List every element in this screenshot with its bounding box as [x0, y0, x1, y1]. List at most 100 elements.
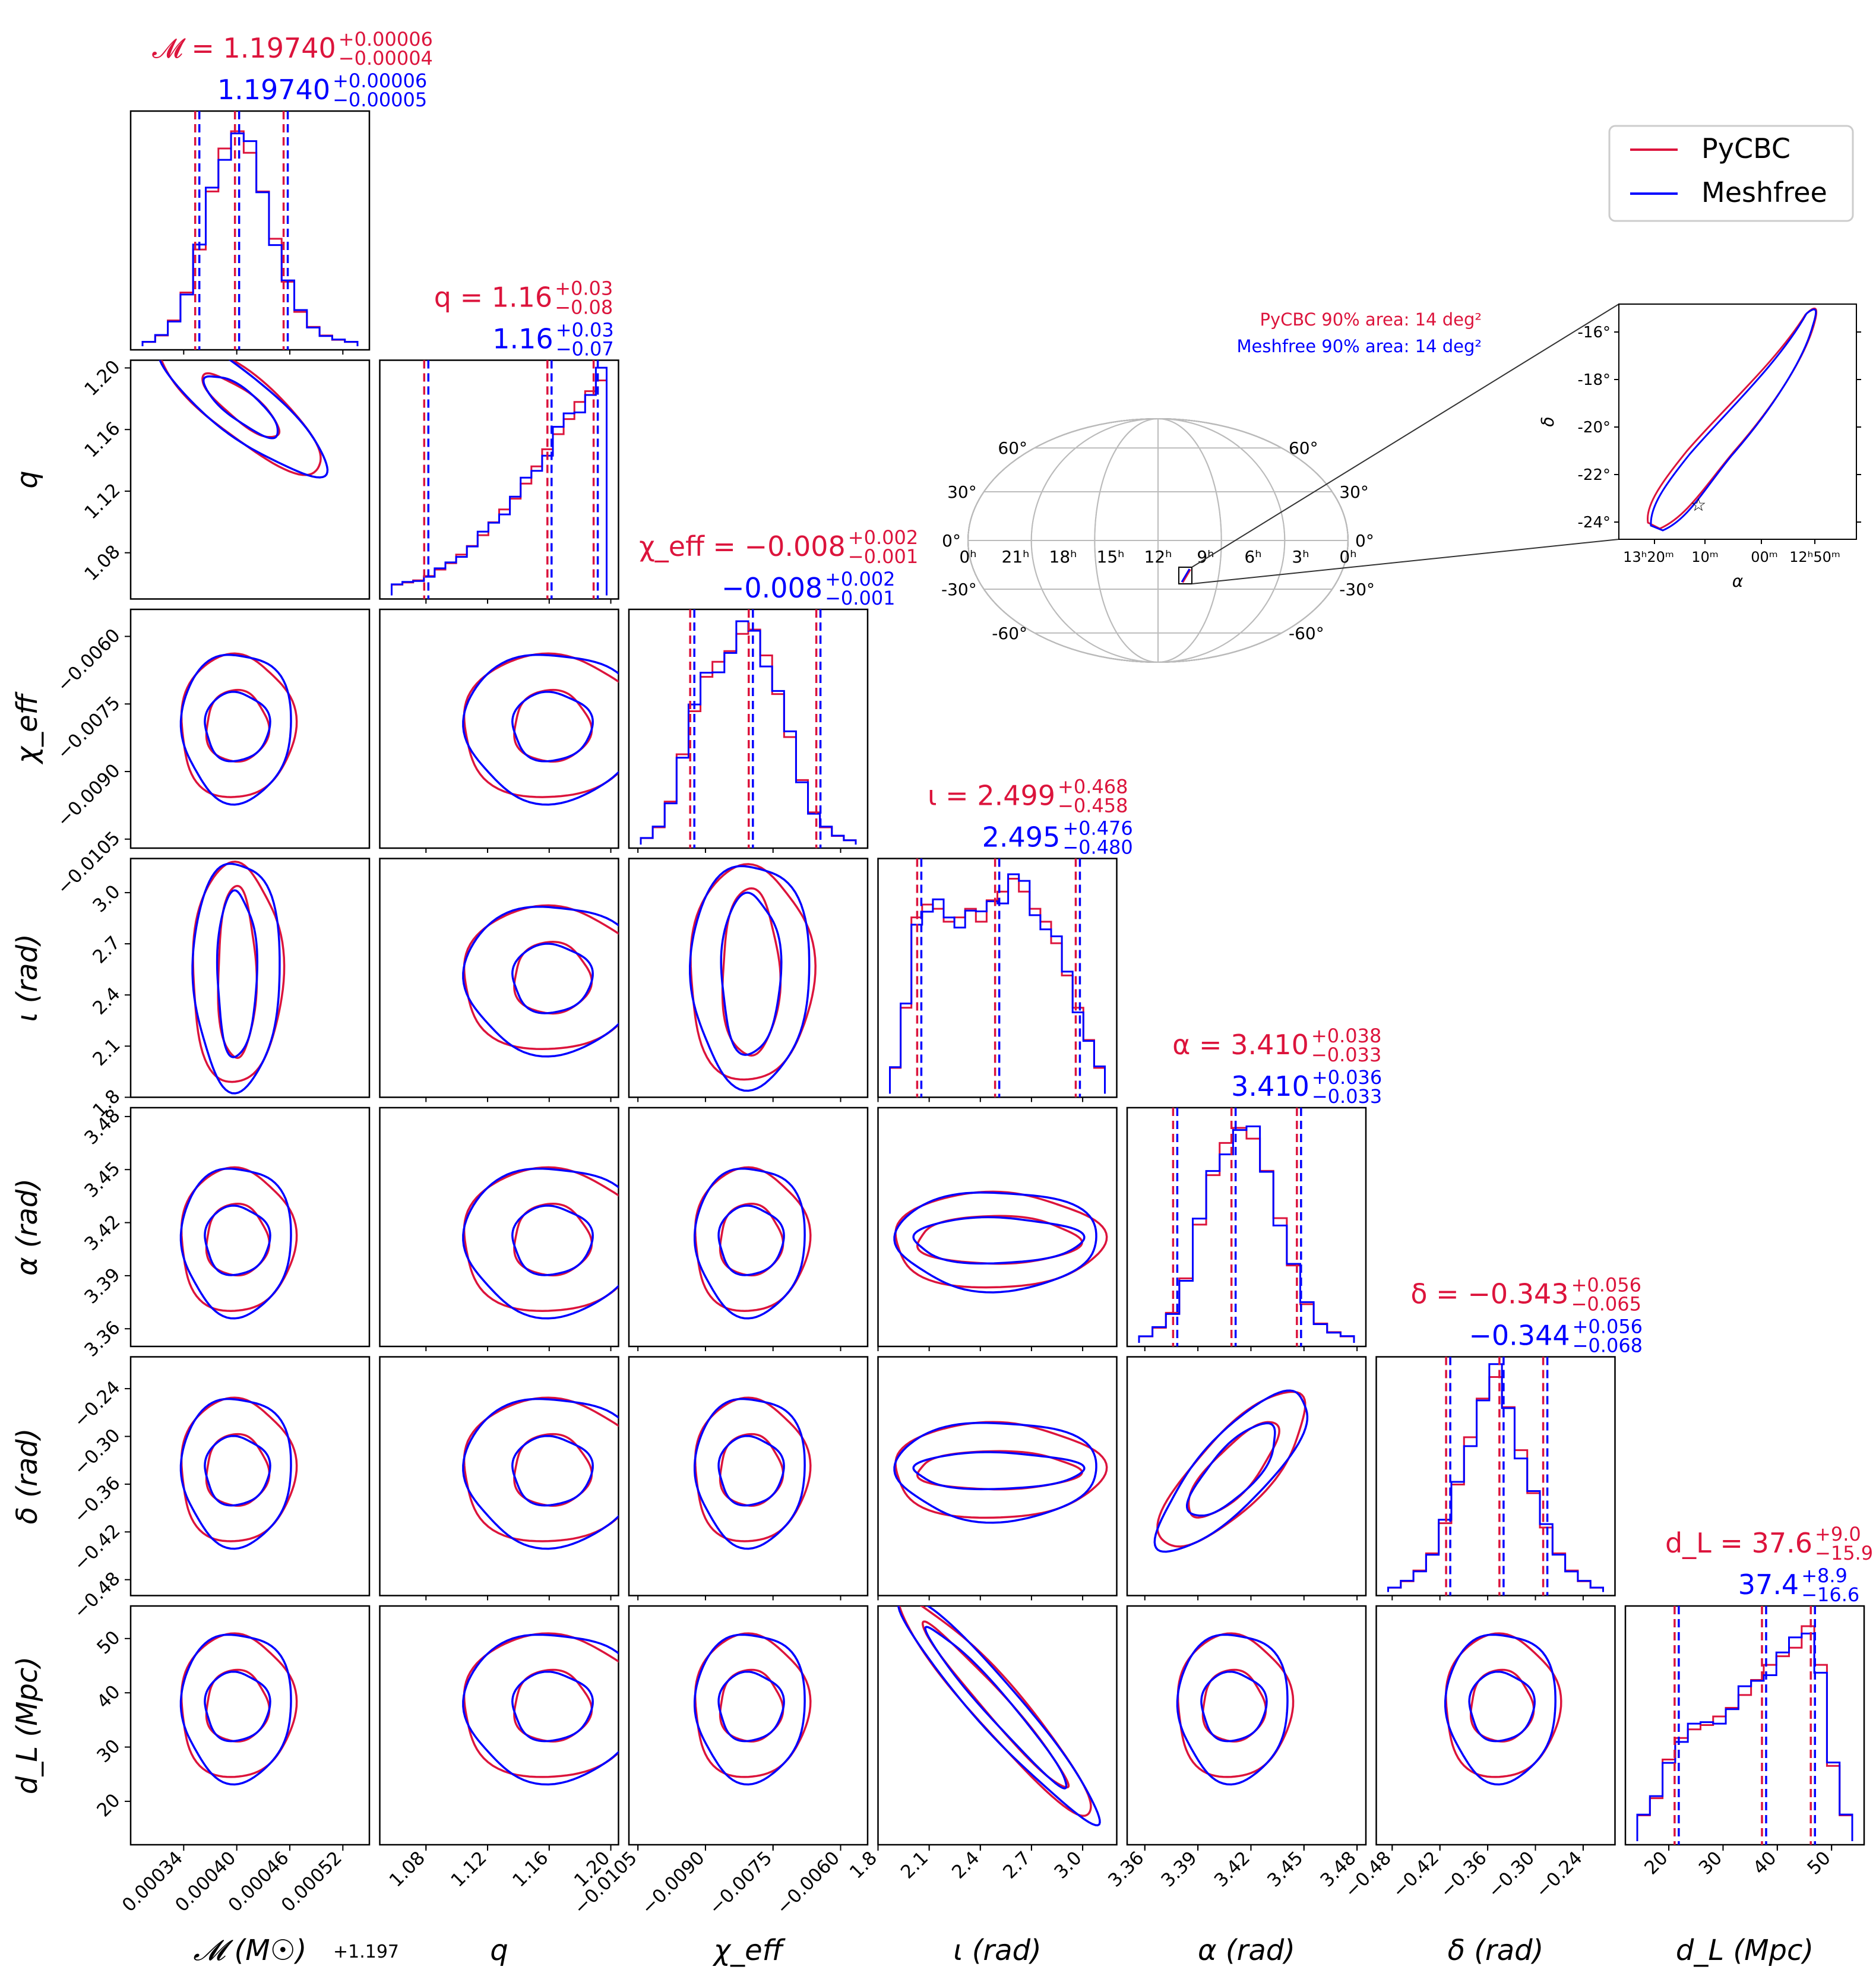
y-tick-label: 50	[93, 1627, 124, 1658]
x-tick-label: 1.8	[846, 1847, 881, 1883]
x-tick-label: −0.30	[1484, 1847, 1539, 1902]
panel-frame	[129, 608, 371, 849]
lat-label-right: 0°	[1355, 531, 1374, 551]
panel-frame	[379, 359, 619, 600]
contours	[893, 1190, 1108, 1294]
panel-iota-chi_eff	[628, 858, 869, 1102]
contour-inner-meshfree	[912, 1216, 1086, 1265]
inset-xtick-label: 13ʰ20ᵐ	[1623, 549, 1674, 565]
inset-frame	[1618, 303, 1857, 540]
xlabel-mchirp: 𝓜 (M☉)	[194, 1934, 307, 1967]
panel-delta-iota	[877, 1356, 1118, 1601]
contour-inner-meshfree	[912, 1451, 1086, 1491]
contour-outer-meshfree	[893, 1421, 1097, 1524]
inset-region-meshfree	[1650, 308, 1817, 532]
contour-inner-pycbc	[921, 1620, 1070, 1789]
panel-mchirp-mchirp	[129, 110, 371, 355]
ylabel-4: δ (rad)	[11, 1428, 44, 1525]
panel-alpha-chi_eff	[628, 1106, 869, 1351]
panel-frame	[877, 858, 1118, 1098]
x-tick-label: 40	[1749, 1847, 1780, 1879]
contour-outer-meshfree	[1176, 1633, 1289, 1786]
panel-alpha-q	[379, 1106, 619, 1351]
y-tick-label: 3.45	[80, 1158, 124, 1202]
contour-inner-meshfree	[204, 691, 271, 763]
panel-frame	[628, 858, 869, 1098]
ra-label: 21ʰ	[1002, 547, 1030, 567]
x-tick-label: 3.39	[1157, 1847, 1201, 1891]
contour-inner-meshfree	[204, 1434, 271, 1507]
title-pycbc-delta: δ = −0.343	[1410, 1278, 1568, 1310]
title-minus-mchirp: −0.00005	[333, 88, 427, 111]
legend-label-pycbc: PyCBC	[1701, 132, 1790, 165]
y-tick-label: −0.0090	[53, 760, 125, 831]
panel-frame	[379, 1605, 619, 1846]
inset-xtick-label: 10ᵐ	[1691, 549, 1719, 565]
loc-box	[1178, 567, 1192, 584]
y-tick-label: −0.42	[69, 1520, 125, 1576]
lat-label-left: 60°	[998, 438, 1027, 458]
panel-frame	[877, 1356, 1118, 1596]
y-tick-label: 3.0	[88, 881, 124, 916]
contour-outer-meshfree	[693, 1167, 806, 1320]
panel-frame	[129, 1356, 371, 1596]
contours	[159, 360, 329, 479]
panel-frame	[628, 1605, 869, 1846]
x-tick-label: 2.1	[897, 1847, 932, 1883]
ra-label: 12ʰ	[1144, 547, 1172, 567]
y-tick-label: 1.20	[80, 356, 124, 400]
ra-label: 18ʰ	[1049, 547, 1077, 567]
ylabel-2: ι (rad)	[11, 934, 44, 1022]
contours	[693, 1396, 812, 1550]
loc-pycbc	[1182, 569, 1191, 583]
ra-label: 0ʰ	[1339, 547, 1356, 567]
y-tick-label: 3.36	[80, 1317, 124, 1361]
title-minus-iota: −0.458	[1058, 795, 1128, 817]
contour-inner-meshfree	[204, 1670, 271, 1743]
inset-ytick-label: -22°	[1578, 466, 1611, 484]
title-plus-iota: +0.468	[1058, 776, 1128, 798]
panel-frame	[379, 1356, 619, 1596]
connector-bottom	[1191, 539, 1619, 584]
title-meshfree-mchirp: 1.19740	[217, 74, 330, 106]
title-plus-chi_eff: +0.002	[825, 568, 895, 590]
lat-label-left: -30°	[941, 580, 977, 599]
y-tick-label: 2.7	[88, 932, 124, 968]
title-minus-delta: −0.065	[1571, 1293, 1641, 1316]
inset-ytick-label: -18°	[1578, 371, 1611, 389]
contour-outer-meshfree	[462, 1398, 619, 1550]
contour-outer-meshfree	[693, 1398, 806, 1550]
hist-meshfree	[1138, 1125, 1355, 1343]
panel-dL-chi_eff: −0.0105−0.0090−0.0075−0.0060	[570, 1605, 869, 1919]
lat-label-right: -60°	[1289, 624, 1324, 643]
ra-label: 3ʰ	[1292, 547, 1309, 567]
panel-frame	[129, 110, 371, 351]
y-tick-label: 20	[93, 1790, 124, 1821]
contour-outer-pycbc	[1156, 1390, 1306, 1548]
title-plus-delta: +0.056	[1573, 1316, 1643, 1338]
contours	[897, 1606, 1101, 1826]
panel-frame	[129, 359, 371, 600]
panel-frame	[379, 1106, 619, 1348]
contour-inner-meshfree	[204, 1204, 271, 1276]
inset-xtick-label: 00ᵐ	[1751, 549, 1778, 565]
y-tick-label: −0.36	[69, 1472, 125, 1528]
contour-outer-meshfree	[1444, 1633, 1557, 1786]
y-tick-label: 3.42	[80, 1211, 124, 1255]
title-pycbc-mchirp: 𝓜 = 1.19740	[152, 32, 336, 64]
contour-inner-meshfree	[717, 1204, 785, 1276]
ra-label: 15ʰ	[1097, 547, 1125, 567]
panel-frame	[379, 858, 619, 1098]
panel-frame	[628, 1356, 869, 1596]
contours	[689, 863, 817, 1092]
title-pycbc-q: q = 1.16	[434, 282, 552, 314]
panel-chi_eff-mchirp: −0.0105−0.0090−0.0075−0.0060	[53, 608, 371, 899]
contour-inner-meshfree	[511, 691, 594, 763]
contour-outer-meshfree	[179, 653, 292, 806]
contours	[462, 1632, 619, 1786]
